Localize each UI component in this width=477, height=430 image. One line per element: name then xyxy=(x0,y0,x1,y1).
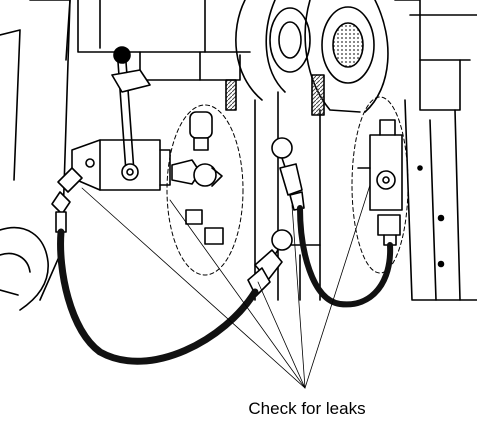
hydraulic-hose-left xyxy=(57,228,259,365)
valve-block-left xyxy=(71,139,171,191)
caption-leader-lines xyxy=(81,184,371,389)
hose-fitting-left xyxy=(51,167,83,233)
valve-group-right xyxy=(351,96,409,274)
frame-top xyxy=(77,0,251,81)
control-lever xyxy=(111,46,151,181)
frame-plate-left xyxy=(235,0,311,101)
test-coupler-upper xyxy=(271,137,305,211)
frame-left xyxy=(0,0,71,311)
check-for-leaks-caption: Check for leaks xyxy=(248,399,366,418)
hydraulic-hose-right xyxy=(297,205,394,308)
frame-plate-right xyxy=(304,0,477,113)
frame-right xyxy=(404,99,477,301)
valve-group-center xyxy=(166,104,244,276)
